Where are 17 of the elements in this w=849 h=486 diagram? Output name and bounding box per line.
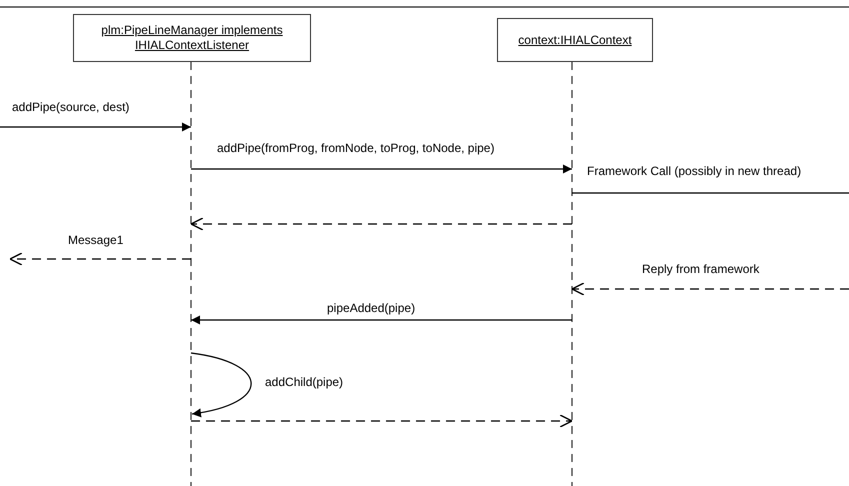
- message-arrow: [190, 352, 252, 417]
- return-arrow: [9, 252, 191, 266]
- message-label: Framework Call (possibly in new thread): [585, 164, 804, 178]
- message-arrow: [191, 164, 572, 174]
- object-box: context:IHIALContext: [497, 18, 653, 62]
- return-arrow: [571, 282, 849, 296]
- return-arrow: [190, 217, 572, 231]
- message-label: addPipe(source, dest): [10, 100, 132, 114]
- message-label: Message1: [66, 233, 126, 247]
- message-arrow: [191, 316, 572, 324]
- message-label: addChild(pipe): [263, 375, 346, 389]
- message-label: pipeAdded(pipe): [325, 301, 418, 315]
- message-arrow: [0, 122, 191, 132]
- message-label: Reply from framework: [640, 262, 762, 276]
- message-label: addPipe(fromProg, fromNode, toProg, toNode, pipe): [215, 141, 496, 155]
- object-box: plm:PipeLineManager implements IHIALContextListener: [73, 14, 311, 62]
- return-arrow: [191, 414, 573, 428]
